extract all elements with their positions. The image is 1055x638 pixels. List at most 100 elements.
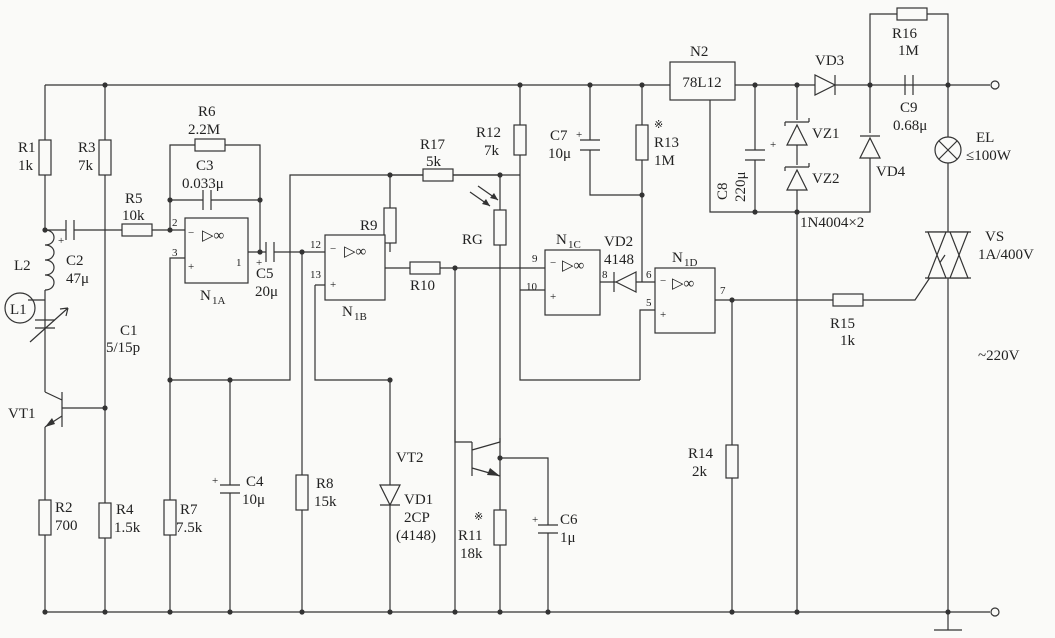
n1d-label: N <box>672 250 683 266</box>
n1d-minus: − <box>660 275 666 287</box>
r15-ref: R15 <box>830 316 855 332</box>
opamps <box>184 217 716 334</box>
r3-value: 7k <box>78 158 94 174</box>
junction-dots <box>42 80 1000 617</box>
diodes <box>379 74 881 507</box>
r11-value: 18k <box>460 546 483 562</box>
capacitor-c4 <box>220 484 240 494</box>
photoresistor-rg <box>493 209 507 246</box>
r4-ref: R4 <box>116 502 134 518</box>
resistors <box>38 7 928 546</box>
triac-vs <box>925 231 971 279</box>
r15-value: 1k <box>840 333 856 349</box>
r8-value: 15k <box>314 494 337 510</box>
c6-ref: C6 <box>560 512 578 528</box>
opamp-n1d <box>654 267 716 334</box>
r6-value: 2.2M <box>188 122 220 138</box>
resistor-r14 <box>725 444 739 479</box>
c8-ref: C8 <box>715 182 731 200</box>
n1c-sub: 1C <box>568 239 581 251</box>
opamp-n1b <box>324 234 386 301</box>
resistor-r1 <box>38 139 52 176</box>
resistor-r9 <box>383 207 397 244</box>
lamp-el <box>934 136 962 164</box>
r14-value: 2k <box>692 464 708 480</box>
pin-2: 2 <box>172 217 178 229</box>
r12-ref: R12 <box>476 125 501 141</box>
r12-value: 7k <box>484 143 500 159</box>
inductor-l2 <box>44 229 55 291</box>
c2-value: 47μ <box>66 271 89 287</box>
vd1-alt: (4148) <box>396 528 436 544</box>
component-labels: R1 1k R3 7k R5 10k R6 2.2M C3 0.033μ C2 … <box>8 26 1034 562</box>
c2-ref: C2 <box>66 253 84 269</box>
n1d-plus: + <box>660 309 666 321</box>
n1c-label: N <box>556 232 567 248</box>
transistor-vt1 <box>44 391 63 428</box>
c9-value: 0.68μ <box>893 118 927 134</box>
r17-ref: R17 <box>420 137 446 153</box>
vd1-ref: VD1 <box>404 492 433 508</box>
r11-ref: R11 <box>458 528 482 544</box>
n1a-sub: 1A <box>212 295 226 307</box>
capacitor-c2 <box>65 220 75 240</box>
r5-value: 10k <box>122 208 145 224</box>
capacitors: + + + + + + <box>29 75 914 534</box>
c2-plus: + <box>58 235 64 247</box>
c1-ref: C1 <box>120 323 138 339</box>
resistor-r16 <box>896 7 928 21</box>
regulator-n2 <box>669 61 736 101</box>
r6-ref: R6 <box>198 104 216 120</box>
c7-plus: + <box>576 129 582 141</box>
n1a-minus: − <box>188 227 194 239</box>
r8-ref: R8 <box>316 476 334 492</box>
mains-label: ~220V <box>978 348 1020 364</box>
c7-value: 10μ <box>548 146 571 162</box>
resistor-r13 <box>635 124 649 161</box>
n1b-sub: 1B <box>354 311 367 323</box>
vs-ref: VS <box>985 229 1004 245</box>
r3-ref: R3 <box>78 140 96 156</box>
variable-capacitor-c1 <box>29 307 69 350</box>
r17-value: 5k <box>426 154 442 170</box>
r13-mark: ※ <box>654 119 663 131</box>
r7-value: 7.5k <box>176 520 203 536</box>
r11-mark: ※ <box>474 511 483 523</box>
c5-ref: C5 <box>256 266 274 282</box>
n1d-sub: 1D <box>684 257 698 269</box>
vz2-ref: VZ2 <box>812 171 840 187</box>
c9-ref: C9 <box>900 100 918 116</box>
resistor-r4 <box>98 502 112 539</box>
capacitor-c7 <box>580 139 600 151</box>
vs-value: 1A/400V <box>978 247 1034 263</box>
c8-labels: C8 220μ <box>715 171 749 202</box>
opamp-labels: − ▷∞ + N 1A 2 3 1 − ▷∞ + N 1B 12 13 − ▷∞… <box>172 217 726 323</box>
n1b-infinity: ▷∞ <box>344 244 366 260</box>
resistor-r2 <box>38 499 52 536</box>
inductors <box>4 229 55 324</box>
n2-value: 78L12 <box>682 75 721 91</box>
pin-7: 7 <box>720 285 726 297</box>
resistor-r17 <box>422 168 454 182</box>
pin-13: 13 <box>310 269 322 281</box>
r10-ref: R10 <box>410 278 435 294</box>
opamp-n1c <box>544 249 601 316</box>
diode-vd1 <box>379 484 401 507</box>
r14-ref: R14 <box>688 446 714 462</box>
zener-vz2 <box>784 163 810 191</box>
c6-plus: + <box>532 514 538 526</box>
vd4-ref: VD4 <box>876 164 906 180</box>
resistor-r15 <box>832 293 864 307</box>
c8-plus: + <box>770 139 776 151</box>
r1-value: 1k <box>18 158 34 174</box>
diode-vd3 <box>814 74 837 96</box>
pin-3: 3 <box>172 247 178 259</box>
vz1-ref: VZ1 <box>812 126 840 142</box>
vd1-value: 2CP <box>404 510 430 526</box>
pin-6: 6 <box>646 269 652 281</box>
resistor-r7 <box>163 499 177 536</box>
c7-ref: C7 <box>550 128 568 144</box>
c4-plus: + <box>212 475 218 487</box>
resistor-r5 <box>121 223 153 237</box>
